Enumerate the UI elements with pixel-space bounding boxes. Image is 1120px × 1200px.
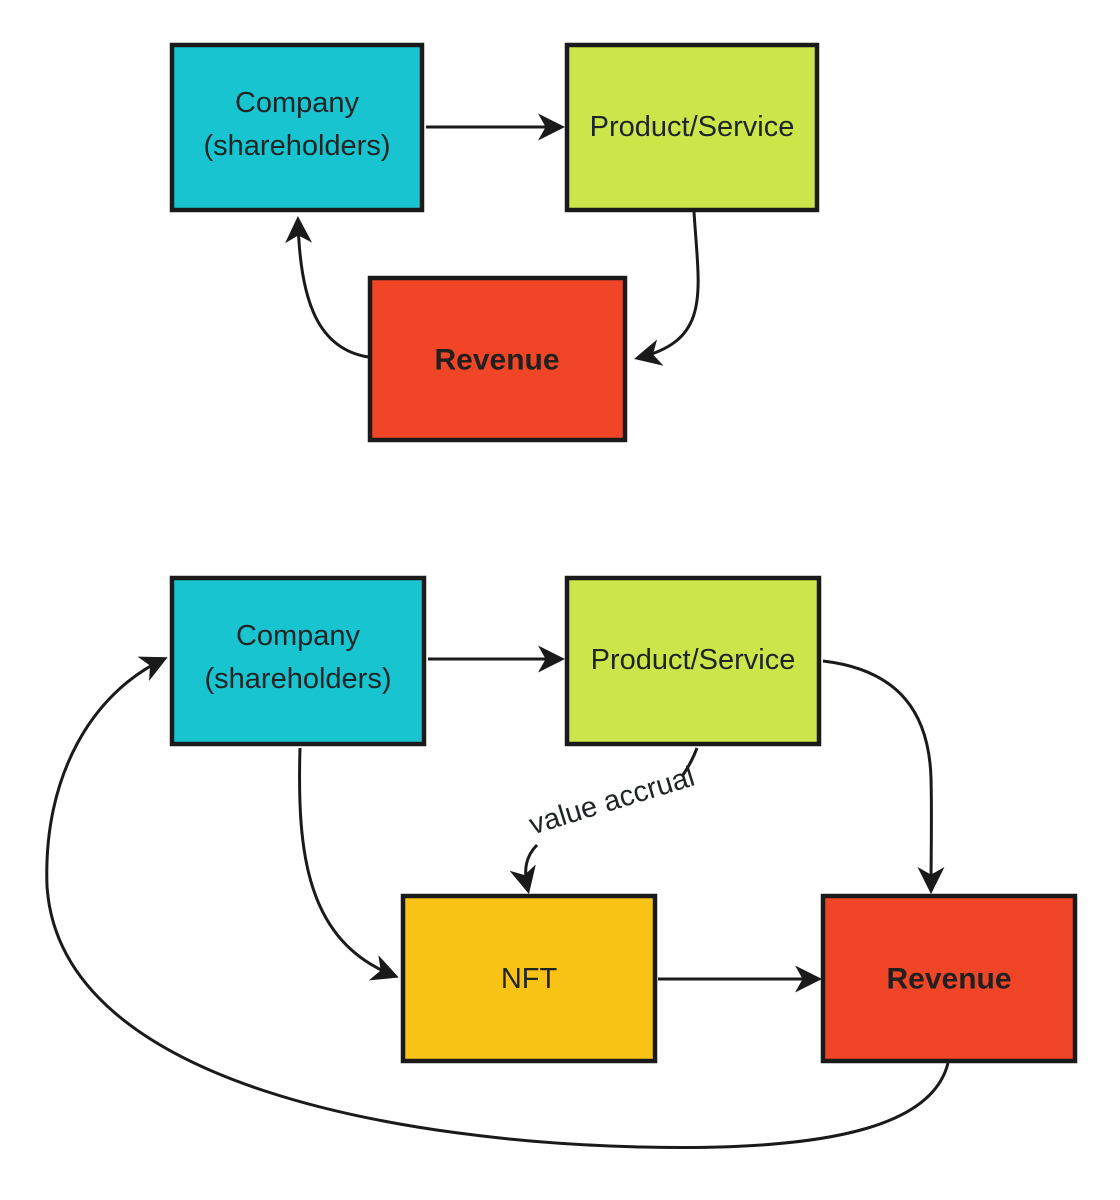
company-shareholders-box-top <box>169 42 425 213</box>
arrow-company-to-nft <box>298 747 399 981</box>
arrow-product-to-revenue-top <box>634 211 700 366</box>
product-service-label-top: Product/Service <box>590 111 795 143</box>
value-accrual-annotation: value accrual <box>526 761 699 842</box>
arrow-product-to-revenue-bottom <box>822 659 945 895</box>
arrow-revenue-loop-to-company <box>45 656 950 1149</box>
revenue-box-top <box>367 275 628 443</box>
company-label-bottom-line1: Company <box>236 620 361 652</box>
product-service-box-top <box>564 42 820 213</box>
revenue-box-bottom <box>820 893 1078 1064</box>
nft-label: NFT <box>501 963 558 995</box>
arrow-value-accrual-to-nft <box>509 843 539 894</box>
arrow-revenue-to-company-top <box>285 215 369 359</box>
company-shareholders-box-bottom <box>169 575 427 747</box>
diagram-bottom: Company (shareholders) Product/Service v… <box>45 575 1078 1149</box>
product-service-label-bottom: Product/Service <box>591 644 796 676</box>
revenue-label-bottom: Revenue <box>886 963 1011 996</box>
company-label-bottom-line2: (shareholders) <box>205 663 392 695</box>
company-label-top-line1: Company <box>235 87 360 119</box>
revenue-label-top: Revenue <box>434 344 559 377</box>
edge-product-to-value-accrual-stub <box>681 747 699 776</box>
diagram-top: Company (shareholders) Product/Service R… <box>169 42 820 443</box>
product-service-box-bottom <box>564 575 822 747</box>
nft-box <box>400 893 658 1064</box>
company-label-top-line2: (shareholders) <box>204 130 391 162</box>
